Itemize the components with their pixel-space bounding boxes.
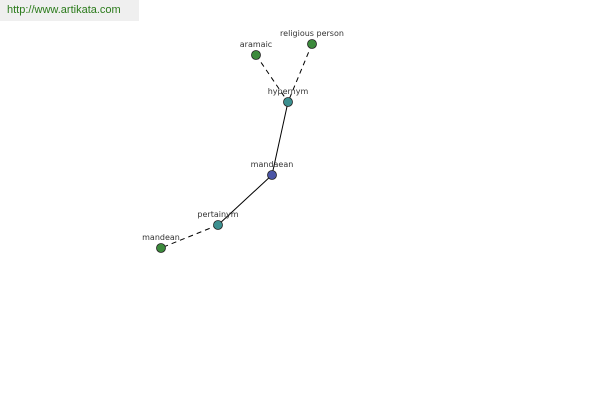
source-url-banner[interactable]: http://www.artikata.com	[0, 0, 139, 21]
node-mandaean[interactable]: mandaean	[251, 160, 294, 180]
edge-pertainym-to-mandean	[160, 224, 219, 249]
node-label-aramaic[interactable]: aramaic	[240, 40, 272, 49]
edge-aramaic-to-hypernym	[255, 54, 289, 103]
node-pertainym[interactable]: pertainym	[197, 210, 239, 230]
node-hypernym[interactable]: hypernym	[268, 87, 309, 107]
node-circle-aramaic[interactable]	[251, 50, 261, 60]
node-circle-hypernym[interactable]	[283, 97, 293, 107]
node-circle-mandean[interactable]	[156, 243, 166, 253]
node-aramaic[interactable]: aramaic	[240, 40, 272, 60]
node-circle-mandaean[interactable]	[267, 170, 277, 180]
node-label-mandean[interactable]: mandean	[142, 233, 180, 242]
edge-hypernym-to-mandaean	[271, 101, 289, 176]
edges-layer	[160, 43, 313, 249]
edge-mandaean-to-pertainym	[217, 174, 273, 226]
node-mandean[interactable]: mandean	[142, 233, 180, 253]
node-circle-religious-person[interactable]	[307, 39, 317, 49]
node-label-religious-person[interactable]: religious person	[280, 29, 344, 38]
nodes-layer: aramaic religious person hypernym mandaean p…	[142, 29, 344, 253]
node-circle-pertainym[interactable]	[213, 220, 223, 230]
node-label-pertainym[interactable]: pertainym	[197, 210, 238, 219]
node-religious-person[interactable]: religious person	[280, 29, 344, 49]
node-label-hypernym[interactable]: hypernym	[268, 87, 309, 96]
node-label-mandaean[interactable]: mandaean	[251, 160, 294, 169]
edge-religious-person-to-hypernym	[287, 43, 313, 103]
